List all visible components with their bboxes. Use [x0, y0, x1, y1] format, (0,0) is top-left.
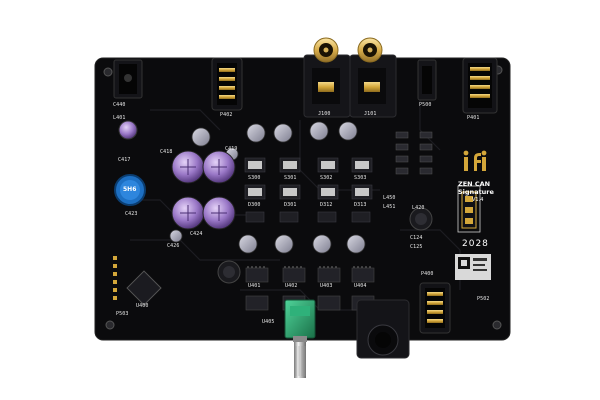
inductor-badge: 5H6: [123, 186, 137, 193]
volume-potentiometer: [284, 299, 316, 378]
minijack-top: [417, 59, 437, 101]
label-c423: C423: [125, 211, 138, 217]
headphone-jack-6-35mm: [356, 299, 410, 359]
label-j101: J101: [364, 111, 377, 117]
small-purple-capacitor: [118, 120, 138, 140]
rca-jack-right: [349, 37, 397, 118]
label-j100: J100: [318, 111, 331, 117]
label-c424: C424: [190, 231, 203, 237]
label-s301: S301: [284, 175, 297, 181]
label-p400: P400: [421, 271, 434, 277]
label-s302: S302: [320, 175, 333, 181]
label-d312: D312: [320, 202, 333, 208]
rca-jack-left: [303, 37, 351, 118]
label-s303: S303: [354, 175, 367, 181]
balanced-headphone-output: [419, 282, 451, 334]
label-u405: U405: [262, 319, 275, 325]
label-c125: C125: [410, 244, 423, 250]
label-l420: L420: [412, 205, 425, 211]
board-version: V1.4: [472, 197, 484, 203]
label-c426: C426: [167, 243, 180, 249]
qr-sticker: [455, 254, 491, 280]
label-p500: P500: [419, 102, 432, 108]
label-u402: U402: [285, 283, 298, 289]
label-p402: P402: [220, 112, 233, 118]
label-l450: L450: [383, 195, 396, 201]
label-c418: C418: [160, 149, 173, 155]
model-line-1: ZEN CAN: [458, 180, 491, 188]
board-markers: [457, 185, 481, 233]
label-p503: P503: [116, 311, 129, 317]
label-d301: D301: [284, 202, 297, 208]
label-c124: C124: [410, 235, 423, 241]
resistor-arrays: [395, 131, 433, 175]
date-code: 2028: [462, 239, 489, 249]
model-line-2: Signature: [458, 188, 494, 196]
label-p401: P401: [467, 115, 480, 121]
ifi-logo: [459, 148, 489, 178]
label-u404: U404: [354, 283, 367, 289]
microcontroller: [126, 270, 162, 306]
pin-header: [113, 256, 117, 300]
label-d313: D313: [354, 202, 367, 208]
label-l451: L451: [383, 204, 396, 210]
balanced-output-connector-right: [462, 57, 498, 114]
label-c440: C440: [113, 102, 126, 108]
upper-capacitor-row: [191, 121, 358, 161]
label-d300: D300: [248, 202, 261, 208]
blue-inductor: [114, 174, 146, 206]
dc-power-jack: [113, 59, 143, 99]
label-u401: U401: [248, 283, 261, 289]
black-round-components: [217, 207, 433, 284]
label-l401: L401: [113, 115, 126, 121]
dip-switch-block: [461, 191, 477, 229]
label-c417: C417: [118, 157, 131, 163]
ifi-logo-mark: [463, 150, 487, 171]
label-u403: U403: [320, 283, 333, 289]
balanced-input-connector-left: [211, 57, 243, 111]
lower-capacitor-row: [169, 229, 366, 254]
label-p502: P502: [477, 296, 490, 302]
label-u400: U400: [136, 303, 149, 309]
purple-filter-capacitors: [171, 150, 236, 230]
label-c419: C419: [225, 146, 238, 152]
label-s300: S300: [248, 175, 261, 181]
